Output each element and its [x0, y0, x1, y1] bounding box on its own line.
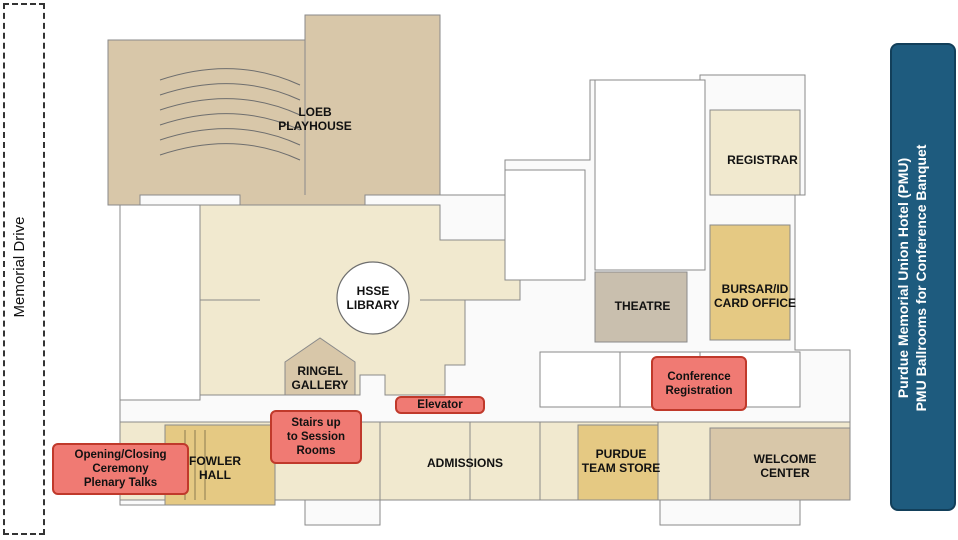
hsse-rotunda — [336, 261, 410, 335]
admissions-label: ADMISSIONS — [426, 456, 503, 470]
center-rooms — [504, 169, 586, 281]
bursar-id-card-office-label: BURSAR/ID CARD OFFICE — [714, 282, 796, 310]
hsse-library-label: HSSE LIBRARY — [346, 284, 400, 312]
registrar-area — [709, 109, 801, 196]
stairs-to-session-rooms-callout: Stairs up to Session Rooms — [270, 410, 362, 464]
conference-registration-callout: Conference Registration — [651, 356, 747, 411]
bursar-area — [709, 224, 791, 341]
loeb-playhouse-label: LOEB PLAYHOUSE — [278, 105, 352, 133]
theatre-label: THEATRE — [614, 299, 671, 313]
ringel-gallery-label: RINGEL GALLERY — [291, 364, 349, 392]
west-column — [119, 204, 201, 401]
registrar-label: REGISTRAR — [727, 153, 798, 167]
memorial-drive-road — [3, 3, 45, 535]
pmu-hotel-panel-text: Purdue Memorial Union Hotel (PMU) PMU Ba… — [894, 108, 950, 448]
pmu-hotel-panel — [890, 43, 956, 511]
north-rooms — [594, 79, 706, 271]
fowler-hall-label: FOWLER HALL — [189, 454, 241, 482]
floor-plan — [107, 14, 851, 526]
pmu-hotel-line: Purdue Memorial Union Hotel (PMU) — [895, 157, 911, 399]
pmu-ballrooms-line: PMU Ballrooms for Conference Banquet — [913, 144, 929, 412]
welcome-area — [709, 427, 851, 501]
ringel-area — [284, 337, 356, 396]
welcome-center-label: WELCOME CENTER — [753, 452, 817, 480]
team-store-area — [577, 424, 659, 501]
opening-closing-ceremony-callout: Opening/Closing Ceremony Plenary Talks — [52, 443, 189, 495]
theatre-area — [594, 271, 688, 343]
purdue-team-store-label: PURDUE TEAM STORE — [581, 447, 661, 475]
elevator-callout: Elevator — [395, 396, 485, 414]
